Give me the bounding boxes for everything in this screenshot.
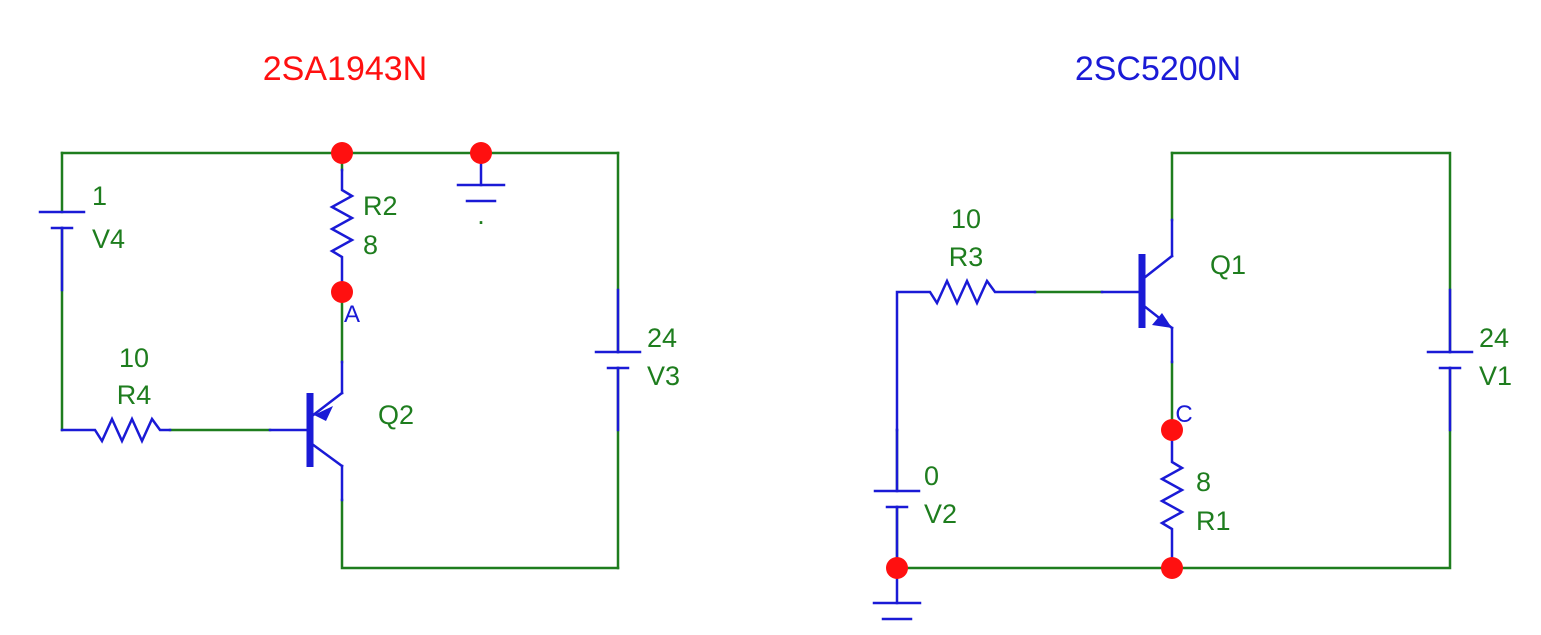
node-a-dot (331, 281, 353, 303)
left-circuit: 1 V4 R2 8 . 10 R4 24 V3 (38, 142, 680, 570)
v3-value: 24 (647, 323, 677, 353)
resistor-r2-symbol (329, 168, 355, 294)
resistor-r1-symbol (1159, 428, 1185, 570)
q1-name: Q1 (1210, 250, 1246, 280)
r4-name: R4 (117, 380, 152, 410)
v4-value: 1 (92, 181, 107, 211)
wire-bottom (340, 498, 620, 570)
node-dot (1161, 557, 1183, 579)
battery-v4-symbol (38, 210, 86, 292)
resistor-r4-symbol (60, 415, 172, 445)
right-circuit: 10 R3 Q1 24 V1 0 V2 (872, 151, 1512, 621)
title-2sc5200n: 2SC5200N (1075, 50, 1241, 88)
battery-v3-symbol (594, 288, 642, 432)
r3-name: R3 (949, 242, 984, 272)
node-c-label: C (1175, 401, 1192, 428)
battery-v1-symbol (1426, 288, 1474, 432)
wire-top (1170, 151, 1452, 354)
q2-name: Q2 (378, 400, 414, 430)
node-a-label: A (344, 301, 360, 328)
v2-value: 0 (924, 461, 939, 491)
v4-name: V4 (92, 224, 125, 254)
r2-value: 8 (363, 230, 378, 260)
v2-name: V2 (924, 499, 957, 529)
node-c-dot (1161, 419, 1183, 441)
r2-name: R2 (363, 191, 398, 221)
resistor-r3-symbol (895, 277, 1037, 432)
r1-name: R1 (1196, 506, 1231, 536)
node-dot (470, 142, 492, 164)
transistor-q2-symbol (268, 360, 344, 502)
title-2sa1943n: 2SA1943N (263, 50, 427, 88)
ground-dot: . (477, 200, 485, 230)
v1-name: V1 (1479, 361, 1512, 391)
r1-value: 8 (1196, 467, 1211, 497)
v3-name: V3 (647, 361, 680, 391)
r4-value: 10 (119, 343, 149, 373)
r3-value: 10 (951, 204, 981, 234)
v1-value: 24 (1479, 323, 1509, 353)
battery-v2-symbol (873, 428, 921, 570)
wire-right-v1-bottom (895, 366, 1452, 570)
node-dot (886, 557, 908, 579)
node-dot (331, 142, 353, 164)
transistor-q1-symbol (1100, 218, 1174, 364)
